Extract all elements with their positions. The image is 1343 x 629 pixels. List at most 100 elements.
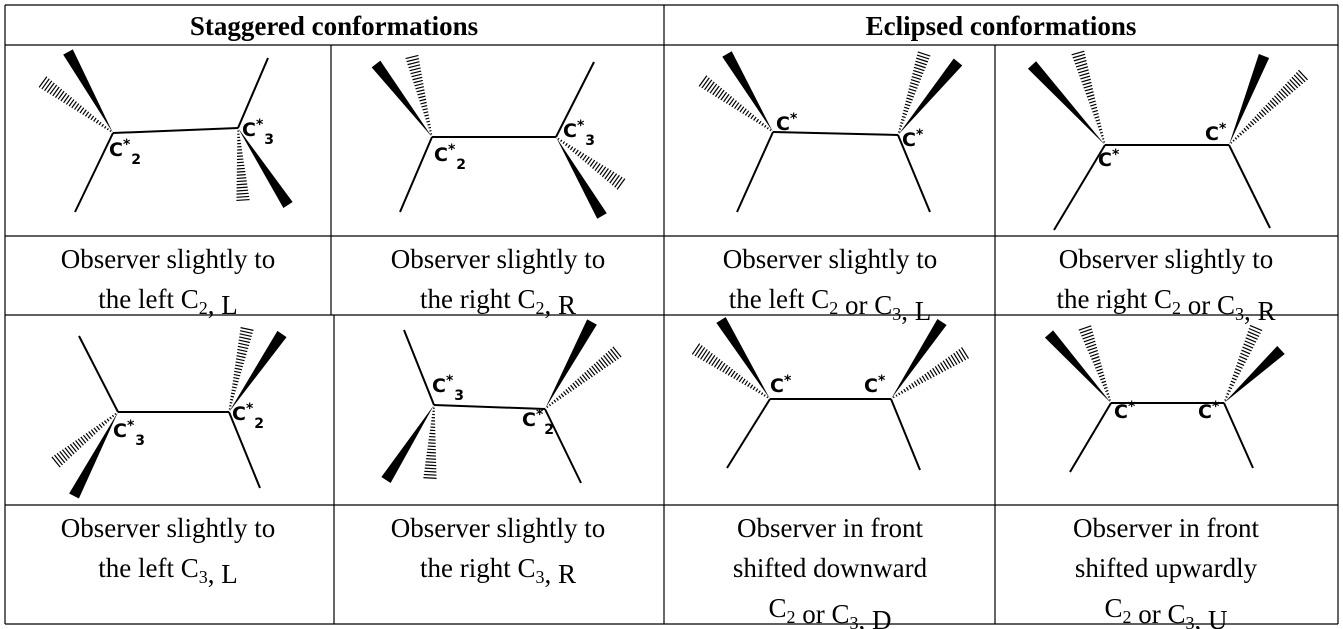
carbon-label: C*3 [563,118,595,149]
caption-stag-right-c3: Observer slightly to the right C3, R [391,513,605,589]
plain-bond [555,61,595,138]
hashed-bond [1071,50,1106,143]
caption-ecl-right: Observer slightly to the right C2 or C3, … [1056,244,1275,326]
hashed-bond [546,346,622,409]
hashed-bond [38,76,112,133]
caption-line: the left C2 or C3, L [729,284,931,326]
carbon-label: C* [864,373,886,397]
plain-bond [399,136,433,213]
wedge-bond [1027,61,1105,145]
plain-bond [890,398,921,471]
carbon-label: C*2 [109,137,141,168]
plain-bond [736,131,774,213]
caption-line: the right C2, R [420,284,576,320]
caption-line: shifted upwardly [1075,553,1258,583]
plain-bond [1223,402,1254,469]
caption-line: Observer slightly to [61,513,275,543]
carbon-label: C*2 [232,401,264,432]
wedge-bond [381,405,434,483]
molecule-ecl-down: C*C* [691,317,969,471]
molecule-ecl-right: C* C* [1027,50,1308,231]
caption-line: the right C3, R [420,553,576,589]
caption-stag-left-c3: Observer slightly to the left C3, L [61,513,275,589]
caption-line: shifted downward [733,553,928,583]
carbon-label: C* [902,127,924,151]
wedge-bond [63,49,113,133]
plain-bond [897,134,931,213]
hashed-bond [698,75,772,132]
wedge-bond [556,137,607,219]
molecule-ecl-up: C* C* [1044,324,1285,473]
wedge-bond [371,60,432,137]
plain-bond [237,57,269,129]
header-staggered: Staggered conformations [190,11,478,41]
caption-stag-left-c2: Observer slightly to the left C2, L [61,244,275,320]
molecule-stag-right-c2: C*2 C*3 [371,54,626,219]
carbon-label: C* [1114,399,1136,423]
caption-ecl-down: Observer in front shifted downward C2 or C… [733,513,928,629]
plain-bond [1228,144,1271,229]
wedge-bond [891,318,947,399]
carbon-label: C*3 [432,373,464,404]
central-bond [772,131,899,136]
hashed-bond [51,412,117,468]
wedge-bond [716,317,770,399]
wedge-bond [1224,345,1285,403]
hashed-bond [423,407,437,479]
hashed-bond [1078,325,1111,401]
plain-bond [1053,144,1106,231]
molecule-stag-left-c2: C*2 C*3 [38,49,293,213]
hashed-bond [1230,69,1308,144]
wedge-bond [238,128,293,208]
carbon-label: C* [1198,399,1220,423]
caption-line: Observer slightly to [1059,244,1273,274]
caption-line: Observer slightly to [61,244,275,274]
hashed-bond [892,347,969,399]
caption-line: Observer slightly to [391,513,605,543]
carbon-label: C*3 [113,418,145,449]
plain-bond [1069,402,1112,473]
plain-bond [403,329,435,406]
carbon-label: C*3 [242,117,274,148]
plain-bond [544,408,582,484]
header-eclipsed: Eclipsed conformations [866,11,1137,41]
caption-line: the left C2, L [98,284,237,320]
table-grid [4,4,1339,625]
carbon-label: C*2 [522,407,554,438]
molecule-ecl-left: C* C* [698,51,963,213]
hashed-bond [405,54,433,135]
plain-bond [78,335,119,413]
hashed-bond [1224,324,1263,401]
wedge-bond [1044,330,1111,403]
carbon-label: C* [1205,121,1227,145]
wedge-bond [898,58,963,135]
caption-line: the left C3, L [98,553,237,589]
central-bond [112,127,239,134]
hashed-bond [897,51,931,133]
caption-stag-right-c2: Observer slightly to the right C2, R [391,244,605,320]
caption-line: C2 or C3, D [768,593,891,629]
caption-line: Observer in front [1073,513,1259,543]
hashed-bond [691,343,769,399]
hashed-bond [557,137,626,190]
caption-line: C2 or C3, U [1104,593,1227,629]
plain-bond [228,411,261,489]
carbon-label: C*2 [434,142,466,173]
wedge-bond [229,330,287,412]
wedge-bond [69,412,118,499]
caption-line: the right C2 or C3, R [1056,284,1275,326]
caption-line: Observer in front [737,513,923,543]
central-bond [433,404,546,410]
caption-line: Observer slightly to [391,244,605,274]
caption-line: Observer slightly to [723,244,937,274]
carbon-label: C* [1098,147,1120,171]
wedge-bond [722,51,773,132]
molecule-layer: C*2C*3C*2C*3C*C*C*C*C*3C*2C*3C*2C*C*C*C* [38,49,1308,499]
wedge-bond [545,319,597,409]
hashed-bond [228,327,254,410]
carbon-label: C* [776,111,798,135]
molecule-stag-left-c3: C*3 C*2 [51,327,287,499]
molecule-stag-right-c3: C*3C*2 [381,319,622,484]
